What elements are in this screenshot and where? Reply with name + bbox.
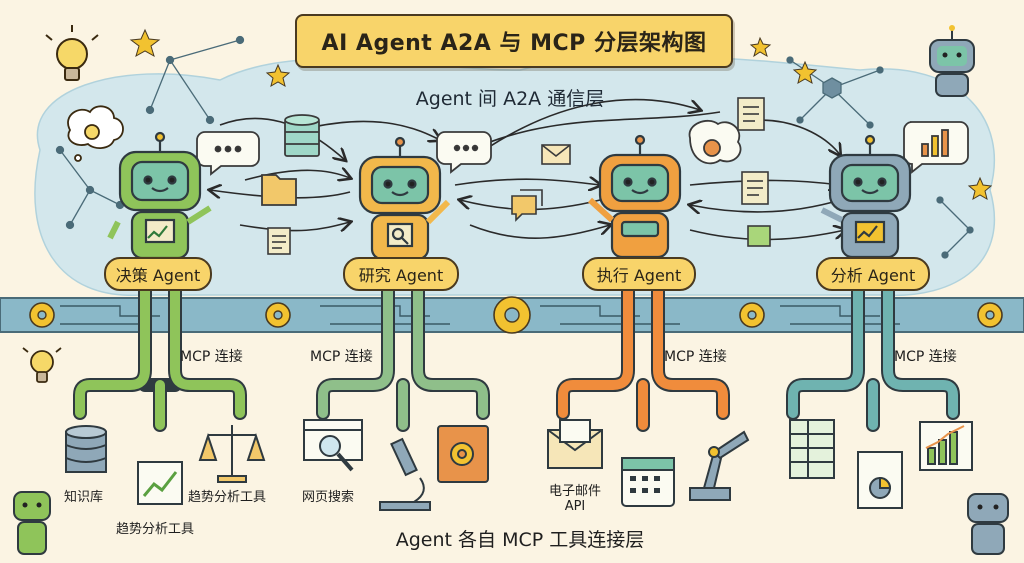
lightbulb-icon bbox=[45, 25, 99, 81]
web-search-icon bbox=[303, 419, 363, 472]
mcp-layer-title: Agent 各自 MCP 工具连接层 bbox=[395, 529, 645, 551]
mcp-connection-label-decision: MCP 连接 bbox=[180, 349, 243, 365]
mcp-connection-label-research: MCP 连接 bbox=[310, 349, 373, 365]
spreadsheet-icon bbox=[789, 419, 835, 479]
scale-icon bbox=[198, 425, 266, 483]
network-hub-right bbox=[786, 56, 884, 129]
execution-agent-robot bbox=[587, 134, 682, 259]
execution-mcp-pipe bbox=[556, 283, 730, 432]
thought-bubble-icon bbox=[67, 105, 124, 162]
robot-icon-top-right bbox=[929, 25, 975, 97]
network-decoration-top bbox=[145, 35, 245, 125]
book-gear-icon bbox=[437, 425, 489, 483]
document-icon bbox=[267, 227, 291, 255]
chat-bubble-icon bbox=[436, 131, 492, 174]
bar-chart-bubble-icon bbox=[903, 121, 969, 174]
pie-report-icon bbox=[857, 451, 903, 509]
tool-label-trend-analysis-scale: 趋势分析工具 bbox=[188, 490, 267, 505]
trend-chart-icon bbox=[137, 461, 183, 505]
document-icon bbox=[737, 97, 765, 131]
robot-arm-icon bbox=[689, 430, 750, 501]
tool-label-email-api: 电子邮件 API bbox=[548, 484, 601, 514]
page-title: AI Agent A2A 与 MCP 分层架构图 bbox=[295, 14, 733, 68]
tool-label-knowledge-base: 知识库 bbox=[64, 490, 104, 505]
agent-label-analysis: 分析 Agent bbox=[816, 257, 930, 291]
tool-label-web-search: 网页搜索 bbox=[302, 490, 355, 505]
document-icon bbox=[741, 171, 769, 205]
database-icon bbox=[65, 425, 107, 473]
analysis-agent-robot bbox=[820, 134, 912, 259]
analysis-mcp-pipe bbox=[786, 283, 960, 432]
calendar-icon bbox=[621, 457, 675, 507]
agent-label-decision: 决策 Agent bbox=[104, 257, 212, 291]
mcp-connection-label-analysis: MCP 连接 bbox=[894, 349, 957, 365]
agent-label-research: 研究 Agent bbox=[343, 257, 459, 291]
microscope-icon bbox=[379, 437, 431, 511]
bar-chart-icon bbox=[919, 421, 973, 471]
database-icon bbox=[284, 114, 320, 157]
lightbulb-icon bbox=[22, 347, 62, 383]
folder-icon bbox=[261, 174, 297, 206]
robot-icon-bottom-left bbox=[13, 491, 51, 555]
research-agent-robot bbox=[358, 136, 451, 261]
email-icon bbox=[547, 419, 603, 469]
network-decoration-right bbox=[936, 196, 974, 259]
agent-label-execution: 执行 Agent bbox=[582, 257, 696, 291]
envelope-icon bbox=[541, 144, 571, 165]
chat-message-icon bbox=[511, 189, 543, 222]
a2a-layer-title: Agent 间 A2A 通信层 bbox=[415, 88, 605, 110]
star-icon bbox=[129, 28, 993, 201]
decision-mcp-pipe bbox=[73, 283, 247, 432]
research-mcp-pipe bbox=[316, 283, 490, 432]
box-icon bbox=[747, 225, 771, 247]
robot-icon-bottom-right bbox=[967, 493, 1009, 555]
tool-label-trend-analysis: 趋势分析工具 bbox=[116, 522, 195, 537]
gear-bubble-icon bbox=[688, 119, 742, 165]
chat-bubble-icon bbox=[196, 131, 260, 176]
a2a-arrows bbox=[210, 98, 845, 241]
mcp-connection-label-execution: MCP 连接 bbox=[664, 349, 727, 365]
mcp-bus bbox=[0, 296, 1024, 334]
network-decoration-left bbox=[55, 145, 125, 230]
decision-agent-robot bbox=[107, 131, 212, 260]
